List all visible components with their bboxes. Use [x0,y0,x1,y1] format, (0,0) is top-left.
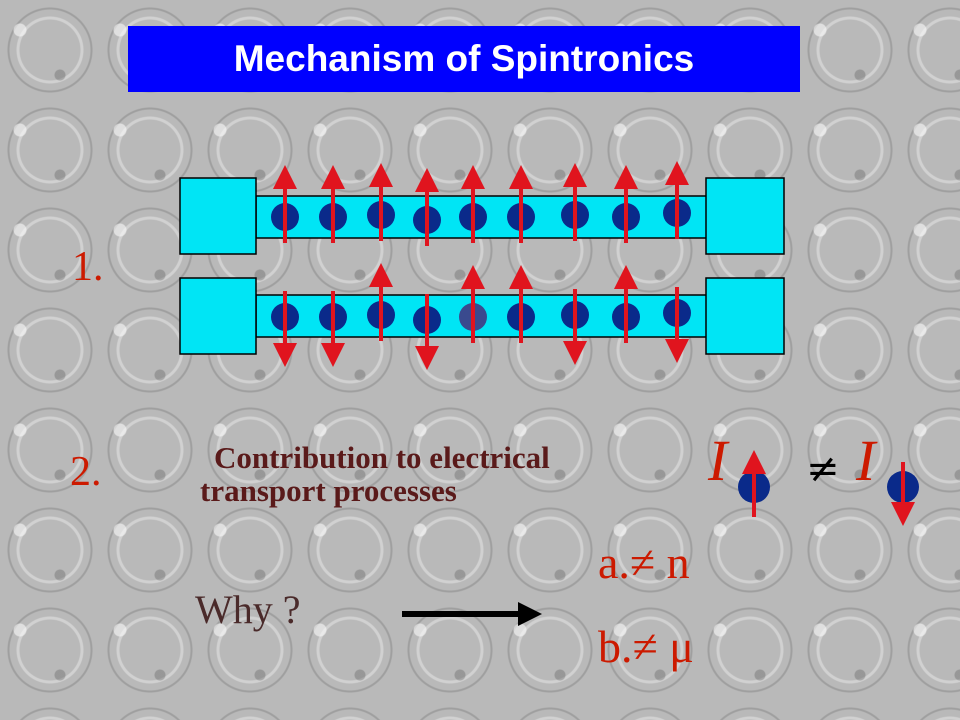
current-down-symbol: I [855,428,878,493]
item-1-label: 1. [72,244,104,290]
left-contact-1 [179,177,257,255]
current-up-symbol: I [707,428,730,493]
item-2-label: 2. [70,449,102,495]
current-inequality: I ≠ I [707,428,919,526]
right-contact-2 [705,277,785,355]
why-question: Why ? [195,587,301,632]
right-contact-1 [705,177,785,255]
slide-title: Mechanism of Spintronics [128,26,800,92]
not-equal-symbol: ≠ [806,446,840,492]
device-up-spin [179,161,785,255]
reason-b: b.≠ μ [598,621,694,672]
contribution-line-2: transport processes [200,473,457,508]
contribution-line-1: Contribution to electrical [214,440,550,475]
left-contact-2 [179,277,257,355]
reason-a: a.≠ n [598,537,690,588]
device-mixed-spin [179,263,785,370]
